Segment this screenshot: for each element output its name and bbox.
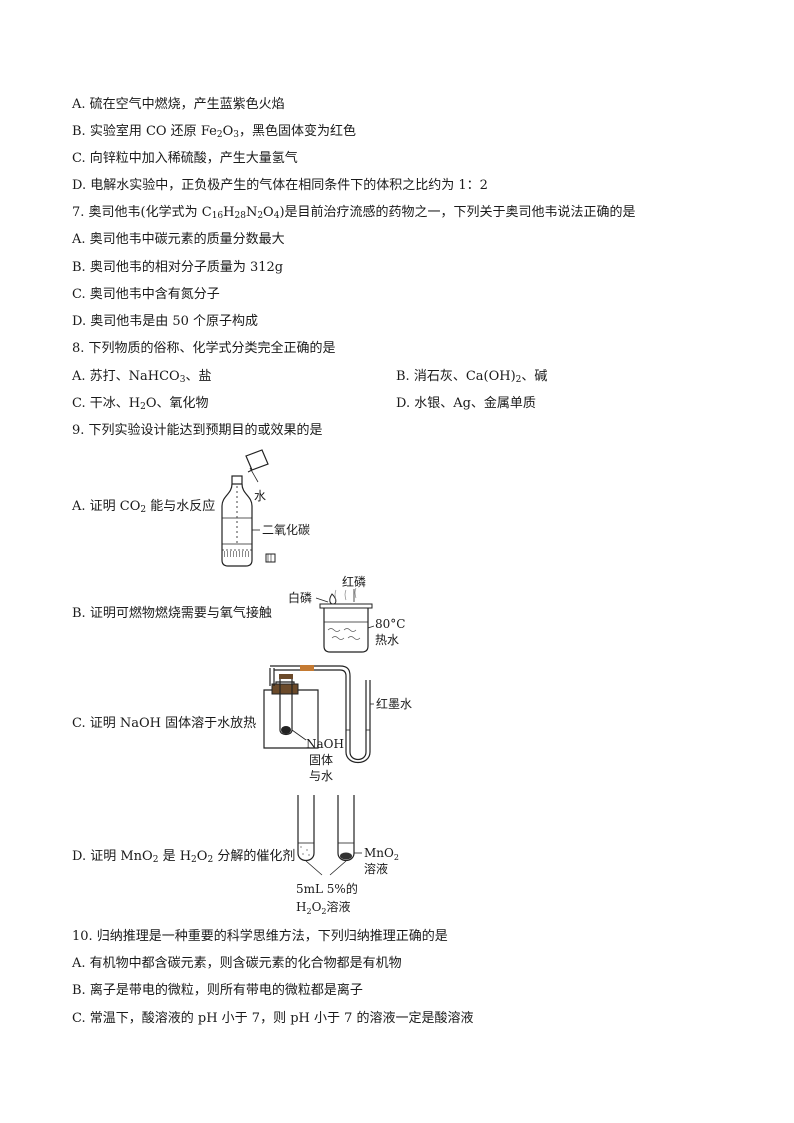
q10-stem: 10. 归纳推理是一种重要的科学思维方法，下列归纳推理正确的是 [72,929,448,944]
q9-stem: 9. 下列实验设计能达到预期目的或效果的是 [72,423,323,438]
label-temperature: 80°C [375,617,405,631]
q9-option-b: B. 证明可燃物燃烧需要与氧气接触 [72,606,272,621]
plastic-bottle-icon [221,475,253,567]
q9-option-d: D. 证明 MnO2 是 H2O2 分解的催化剂 [72,849,296,865]
phosphorus-combustion-diagram: 白磷 红磷 80°C 热水 [288,574,405,653]
label-with-water: 与水 [309,769,333,783]
q10-option-c: C. 常温下，酸溶液的 pH 小于 7，则 pH 小于 7 的溶液一定是酸溶液 [72,1011,474,1026]
q8-option-a: A. 苏打、NaHCO3、盐 [72,369,212,385]
label-red-phosphorus: 红磷 [342,574,366,589]
pouring-beaker-icon [245,449,269,473]
q6-option-b: B. 实验室用 CO 还原 Fe2O3，黑色固体变为红色 [72,124,356,140]
q8-stem: 8. 下列物质的俗称、化学式分类完全正确的是 [72,341,336,356]
q9-option-a: A. 证明 CO2 能与水反应 [72,499,216,515]
q6-option-c: C. 向锌粒中加入稀硫酸，产生大量氢气 [72,151,298,166]
co2-bottle-diagram: 水 二氧化碳 [221,449,310,567]
q8-option-d: D. 水银、Ag、金属单质 [396,396,536,411]
label-water: 水 [254,489,266,503]
q7-stem: 7. 奥司他韦(化学式为 C16H28N2O4)是目前治疗流感的药物之一，下列关… [72,205,636,221]
label-red-ink: 红墨水 [376,696,412,711]
test-tube-left-icon [297,795,315,862]
q10-option-b: B. 离子是带电的微粒，则所有带电的微粒都是离子 [72,983,363,998]
flask-icon [263,681,319,749]
q8-option-b: B. 消石灰、Ca(OH)2、碱 [396,369,548,385]
q6-option-d: D. 电解水实验中，正负极产生的气体在相同条件下的体积之比约为 1：2 [72,178,488,193]
label-solution: 溶液 [364,861,388,876]
q7-option-c: C. 奥司他韦中含有氮分子 [72,287,220,302]
q9-option-c: C. 证明 NaOH 固体溶于水放热 [72,716,257,731]
label-solid: 固体 [309,753,333,767]
label-naoh: NaOH [306,737,344,751]
test-tube-right-icon [337,795,355,862]
q7-option-a: A. 奥司他韦中碳元素的质量分数最大 [72,232,285,247]
label-co2: 二氧化碳 [262,523,310,537]
q8-option-c: C. 干冰、H2O、氧化物 [72,396,209,412]
label-mno2: MnO2 [364,846,399,862]
label-volume: 5mL 5%的 [296,881,358,896]
catalyst-test-tubes-diagram: MnO2 溶液 5mL 5%的 H2O2溶液 [296,795,399,916]
label-h2o2-solution: H2O2溶液 [296,899,351,916]
q6-option-a: A. 硫在空气中燃烧，产生蓝紫色火焰 [72,97,285,112]
naoh-dissolution-diagram: 红墨水 NaOH 固体 与水 [263,665,412,783]
q7-option-b: B. 奥司他韦的相对分子质量为 312g [72,260,284,275]
q10-option-a: A. 有机物中都含碳元素，则含碳元素的化合物都是有机物 [72,956,402,971]
beaker-icon [323,608,369,653]
q7-option-d: D. 奥司他韦是由 50 个原子构成 [72,314,259,329]
label-white-phosphorus: 白磷 [288,590,312,605]
label-hot-water: 热水 [375,633,399,647]
bottle-cap-icon [265,553,276,563]
